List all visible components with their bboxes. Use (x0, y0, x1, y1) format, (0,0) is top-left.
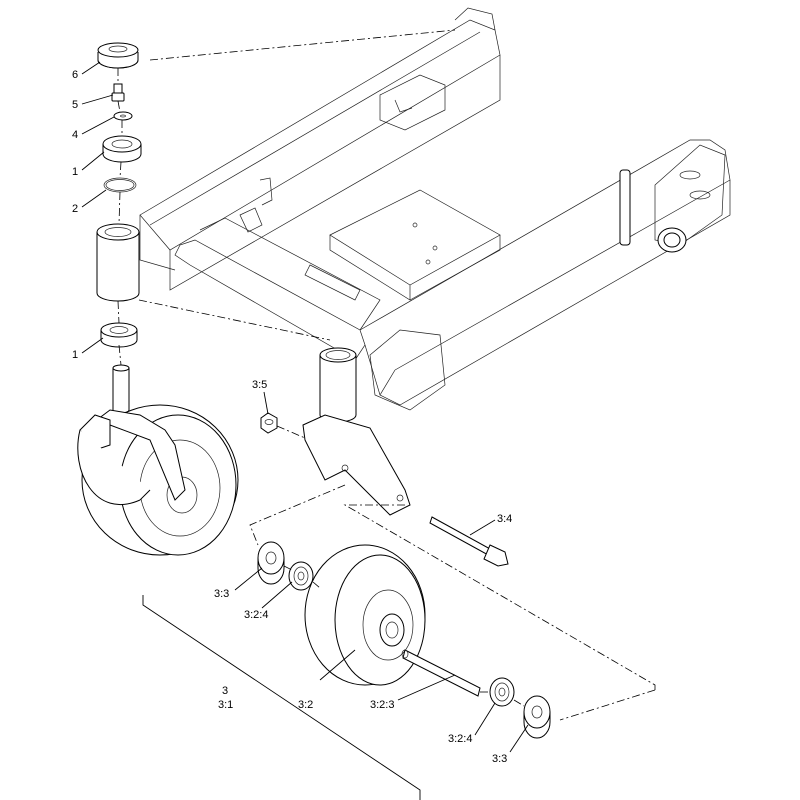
washer (113, 111, 133, 121)
lock-nut (260, 412, 278, 434)
callout-3: 3 (222, 685, 228, 697)
retaining-ring (103, 177, 137, 193)
callout-labels: 6 5 4 1 2 1 3:5 3:4 3:3 3:2:4 3 3:1 3:2 … (72, 69, 512, 765)
right-caster-fork (302, 347, 411, 516)
spacer-left (257, 541, 285, 585)
mower-frame (139, 7, 731, 411)
callout-3-2-4-right: 3:2:4 (448, 733, 472, 745)
callout-3-3-left: 3:3 (214, 588, 229, 600)
spacer-right (523, 695, 551, 739)
assembly-bracket (142, 595, 421, 800)
callout-3-2-3: 3:2:3 (370, 699, 394, 711)
callout-3-1: 3:1 (218, 699, 233, 711)
callout-5: 5 (72, 99, 78, 111)
spacer-tube (401, 649, 481, 697)
bearing-left (288, 561, 314, 591)
bearing-lower (100, 322, 138, 348)
assembly-lines (117, 29, 656, 721)
callout-3-4: 3:4 (497, 513, 512, 525)
left-caster-wheel (77, 364, 239, 556)
callout-4: 4 (72, 129, 78, 141)
axle-bolt (429, 516, 509, 567)
tire-wheel (304, 544, 426, 686)
callout-3-2-4-left: 3:2:4 (244, 609, 268, 621)
bearing-upper (102, 135, 142, 163)
callout-1-upper: 1 (72, 166, 78, 178)
callout-3-5: 3:5 (252, 379, 267, 391)
bearing-right (489, 677, 515, 707)
callout-2: 2 (72, 203, 78, 215)
dust-cap (97, 42, 139, 69)
bolt (111, 83, 125, 102)
callout-6: 6 (72, 69, 78, 81)
leader-lines (81, 61, 529, 753)
callout-3-2: 3:2 (298, 699, 313, 711)
callout-3-3-right: 3:3 (492, 753, 507, 765)
callout-1-lower: 1 (72, 349, 78, 361)
spindle-housing (96, 223, 140, 302)
